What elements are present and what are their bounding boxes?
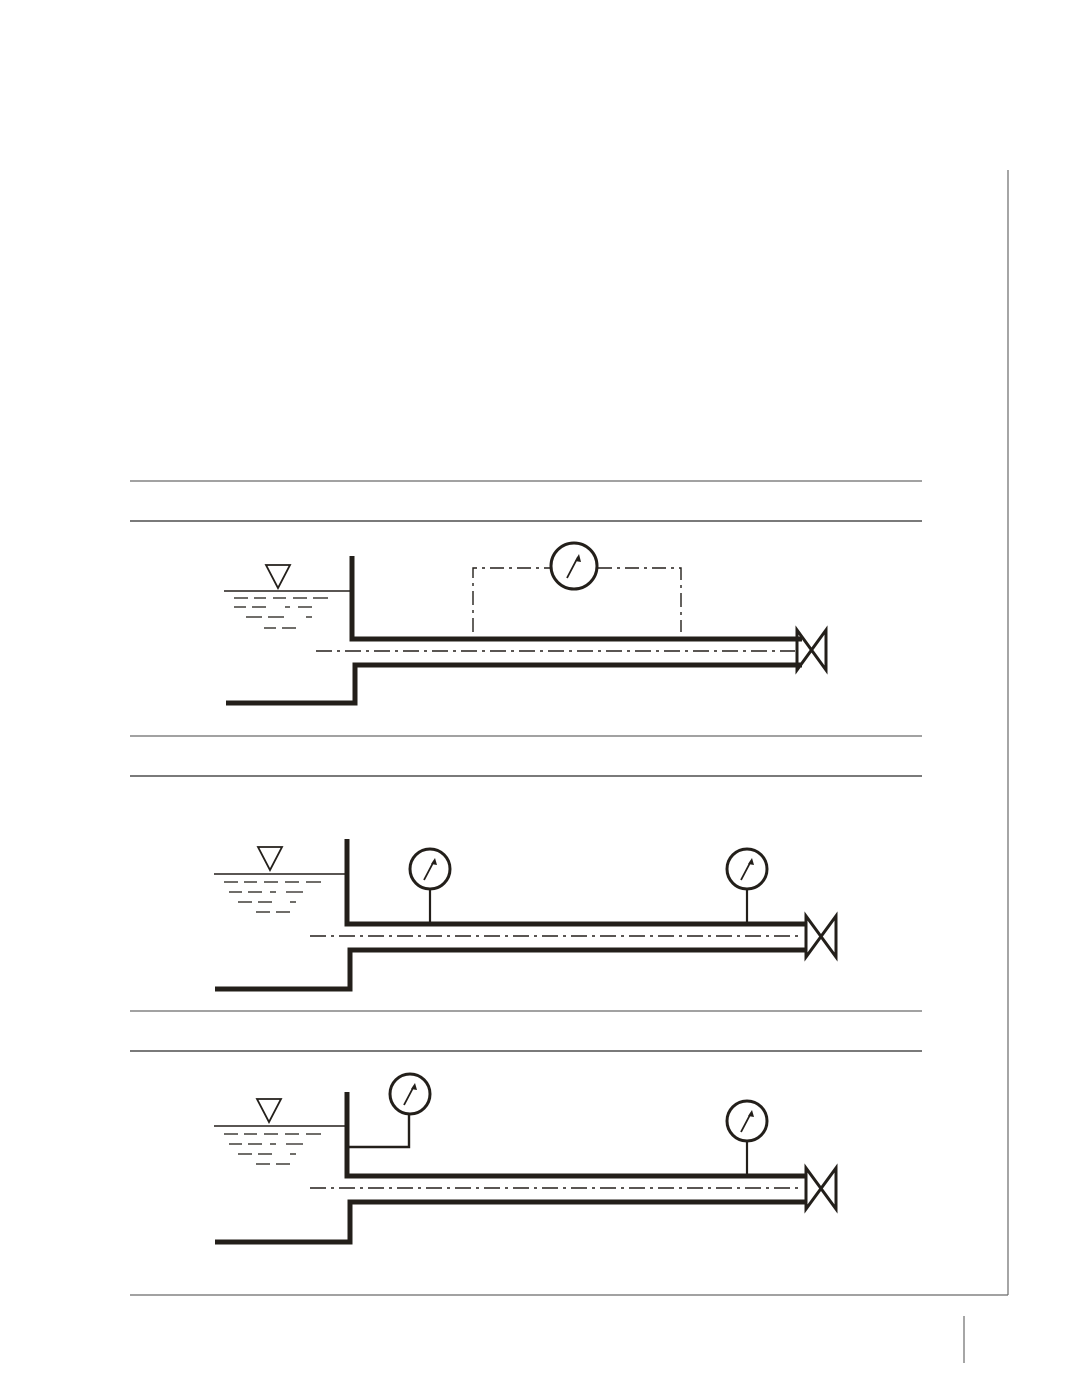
water-level-triangle-icon: [255, 1098, 283, 1124]
reservoir-wall-and-pipe-top: [344, 839, 806, 927]
gate-valve-icon: [804, 911, 838, 962]
water-level-triangle-icon: [264, 564, 292, 590]
gate-valve-icon: [804, 1163, 838, 1214]
pressure-gauge-icon: [549, 541, 599, 591]
reservoir-floor-and-pipe-bottom: [215, 1199, 806, 1245]
reservoir-floor-and-pipe-bottom: [226, 662, 802, 706]
reservoir-wall-and-pipe-top: [349, 556, 802, 642]
reservoir-floor-and-pipe-bottom: [215, 947, 806, 992]
reservoir-wall-and-pipe-top: [344, 1092, 806, 1179]
gate-valve-icon: [795, 625, 828, 675]
pressure-gauge-icon: [725, 1099, 769, 1143]
figure-pipe-with-two-gauges: [214, 839, 838, 992]
figure-pipe-with-differential-gauge: [224, 541, 828, 706]
gauge-connection-left: [472, 567, 550, 632]
water-hatch-lines: [234, 597, 328, 629]
reservoir-water-surface: [214, 846, 347, 913]
reservoir-water-surface: [224, 564, 352, 629]
reservoir-gauge-tap: [349, 1114, 411, 1149]
water-hatch-lines: [224, 1133, 321, 1165]
water-hatch-lines: [224, 881, 321, 913]
reservoir-water-surface: [214, 1098, 347, 1165]
pressure-gauge-icon: [408, 847, 452, 891]
water-level-triangle-icon: [256, 846, 284, 872]
pressure-gauge-icon: [388, 1072, 432, 1116]
gauge-connection-right: [598, 567, 682, 632]
page-frame: [130, 170, 1009, 1363]
figure-pipe-with-reservoir-and-pipe-gauges: [214, 1072, 838, 1245]
pressure-gauge-icon: [725, 847, 769, 891]
